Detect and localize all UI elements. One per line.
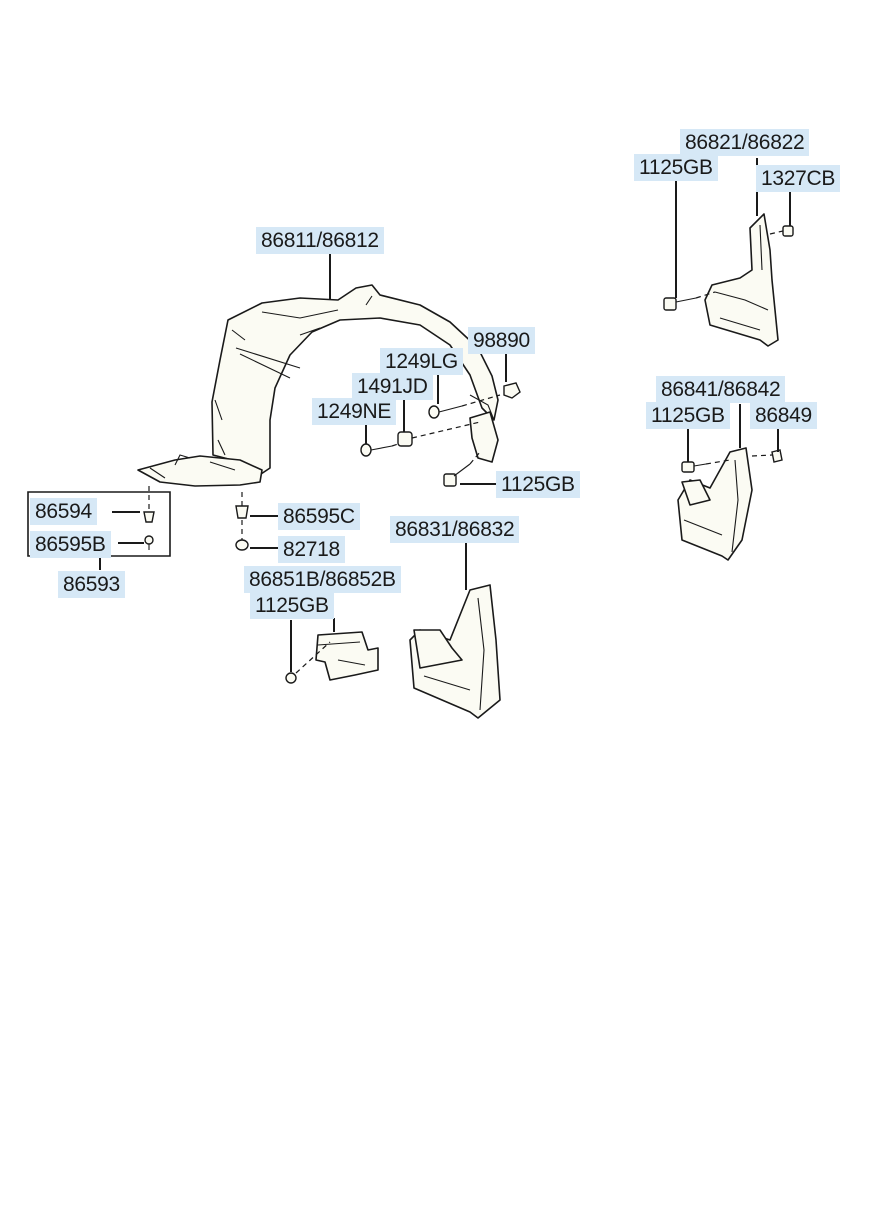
- label-98890: 98890: [468, 327, 535, 354]
- label-82718: 82718: [278, 536, 345, 563]
- fasteners: [143, 225, 794, 684]
- label-86595C: 86595C: [278, 503, 360, 530]
- label-86821-86822: 86821/86822: [680, 129, 810, 156]
- mud-guard-rear: [677, 447, 753, 561]
- rear-upper-bracket: [704, 213, 779, 347]
- label-86595B: 86595B: [30, 531, 111, 558]
- alignment-lines: [148, 230, 784, 674]
- label-1327CB: 1327CB: [756, 165, 841, 192]
- label-1249LG: 1249LG: [380, 348, 463, 375]
- label-86594: 86594: [30, 498, 97, 525]
- inner-fender-liner: [137, 284, 499, 487]
- label-86831-86832: 86831/86832: [390, 516, 520, 543]
- label-86811-86812: 86811/86812: [256, 227, 384, 254]
- label-1491JD: 1491JD: [352, 373, 433, 400]
- label-1125GB-bracket: 1125GB: [250, 592, 334, 619]
- label-1125GB-rear: 1125GB: [646, 402, 730, 429]
- label-86841-86842: 86841/86842: [656, 376, 786, 403]
- label-86593: 86593: [58, 571, 125, 598]
- label-86851B-86852B: 86851B/86852B: [244, 566, 401, 593]
- label-1125GB-liner: 1125GB: [496, 471, 580, 498]
- label-1249NE: 1249NE: [312, 398, 397, 425]
- label-86849: 86849: [750, 402, 817, 429]
- small-bracket: [315, 631, 379, 681]
- label-1125GB-upper: 1125GB: [634, 154, 718, 181]
- mud-guard-front: [409, 584, 501, 719]
